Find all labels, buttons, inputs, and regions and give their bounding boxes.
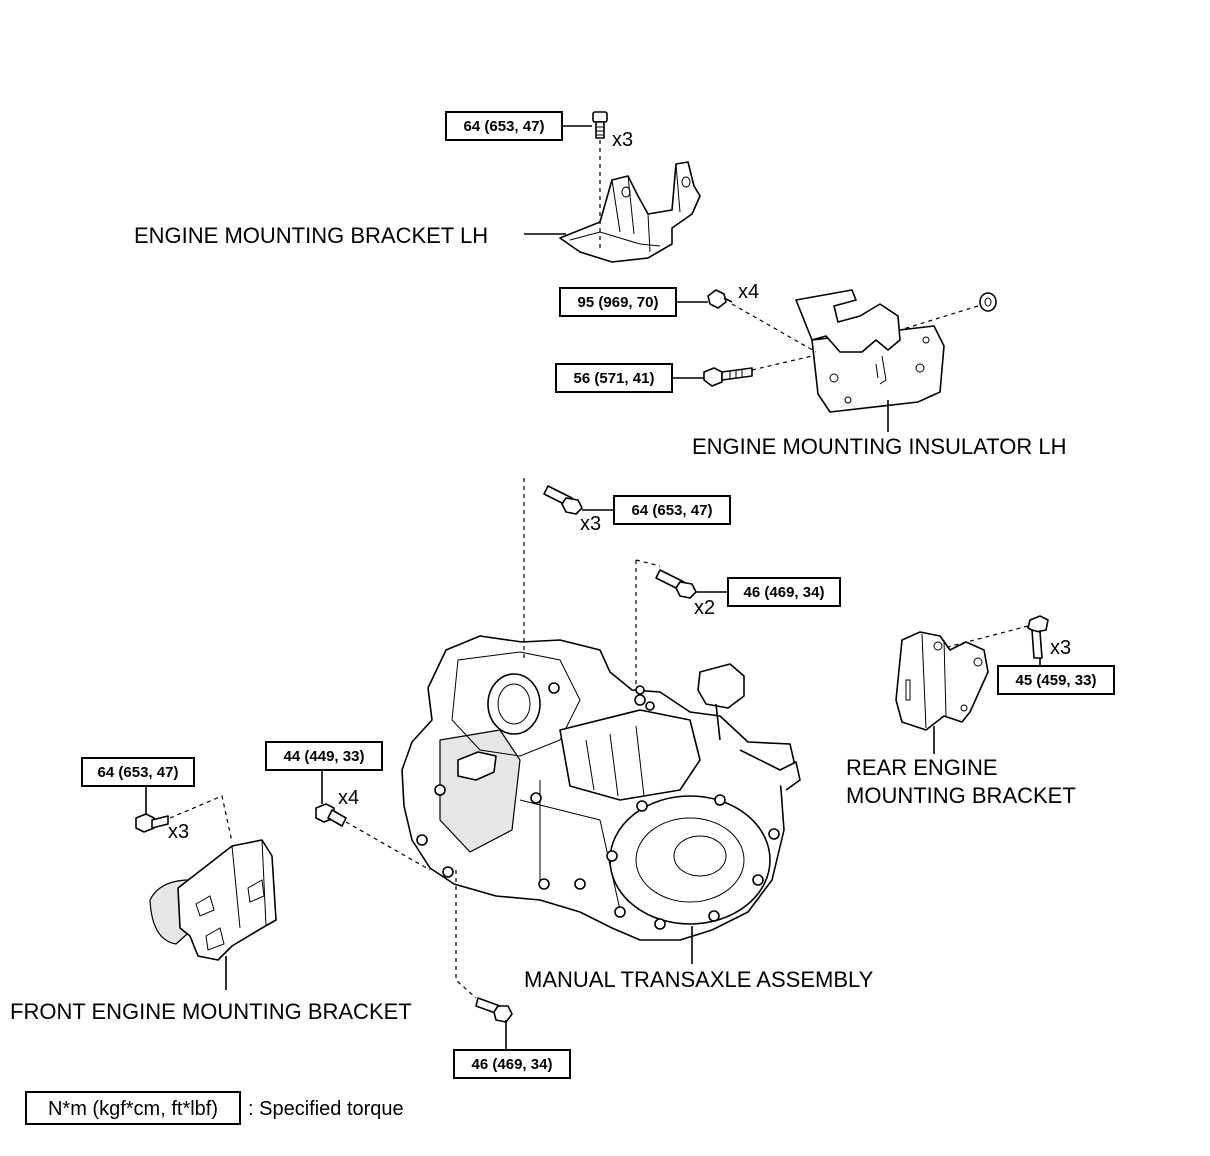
label-front-engine-mounting-bracket: FRONT ENGINE MOUNTING BRACKET	[10, 999, 412, 1024]
quantity-label: x4	[738, 281, 759, 303]
bolt-rear-bracket	[1027, 615, 1049, 659]
quantity-label: x4	[338, 787, 359, 809]
engine-mounting-bracket-lh	[559, 161, 701, 263]
bolt-front-bracket	[135, 813, 169, 833]
torque-value: 56 (571, 41)	[574, 370, 655, 387]
engine-mounting-insulator-lh	[795, 289, 945, 413]
torque-value: 64 (653, 47)	[98, 764, 179, 781]
torque-box-6: 45 (459, 33)	[997, 665, 1115, 695]
front-engine-mounting-bracket	[149, 839, 277, 961]
torque-value: 46 (469, 34)	[744, 584, 825, 601]
dashed-line-bolt-95	[731, 303, 817, 353]
label-engine-mounting-bracket-lh: ENGINE MOUNTING BRACKET LH	[134, 223, 488, 248]
dashed-line-bolt-56	[751, 355, 813, 371]
torque-value: 95 (969, 70)	[578, 294, 659, 311]
torque-box-8: 64 (653, 47)	[81, 757, 195, 787]
torque-value: 64 (653, 47)	[464, 118, 545, 135]
torque-box-4: 64 (653, 47)	[613, 495, 731, 525]
bolt-64-mid	[543, 485, 583, 515]
dashed-line-front-bracket	[169, 795, 233, 843]
manual-transaxle-assembly	[401, 635, 801, 941]
dashed-line-bolt-44	[345, 821, 431, 871]
torque-value: 45 (459, 33)	[1016, 672, 1097, 689]
legend: N*m (kgf*cm, ft*lbf) : Specified torque	[25, 1091, 404, 1125]
torque-box-7: 44 (449, 33)	[265, 741, 383, 771]
torque-box-2: 95 (969, 70)	[559, 287, 677, 317]
torque-box-5: 46 (469, 34)	[727, 577, 841, 607]
torque-box-9: 46 (469, 34)	[453, 1049, 571, 1079]
quantity-label: x3	[580, 513, 601, 535]
torque-value: 64 (653, 47)	[632, 502, 713, 519]
nut-insulator-lh	[979, 292, 997, 312]
label-manual-transaxle-assembly: MANUAL TRANSAXLE ASSEMBLY	[524, 967, 874, 992]
legend-unit: N*m (kgf*cm, ft*lbf)	[48, 1098, 218, 1120]
dashed-line-rear-bracket	[943, 625, 1029, 649]
label-engine-mounting-insulator-lh: ENGINE MOUNTING INSULATOR LH	[692, 434, 1066, 459]
dashed-line-mid	[635, 559, 661, 567]
bolt-bracket-lh	[592, 111, 608, 139]
legend-description: : Specified torque	[248, 1098, 404, 1120]
bolt-95	[707, 289, 733, 309]
quantity-label: x2	[694, 597, 715, 619]
torque-box-1: 64 (653, 47)	[445, 111, 563, 141]
label-rear-bracket-line2: MOUNTING BRACKET	[846, 783, 1076, 808]
quantity-label: x3	[612, 129, 633, 151]
dashed-line-nut	[899, 305, 979, 331]
label-rear-bracket-line1: REAR ENGINE	[846, 755, 998, 780]
bolt-44	[315, 803, 347, 827]
torque-value: 44 (449, 33)	[284, 748, 365, 765]
quantity-label: x3	[168, 821, 189, 843]
bolt-46-bottom	[475, 997, 513, 1023]
bolt-46-mid	[655, 569, 697, 599]
bolt-56	[703, 367, 753, 387]
rear-engine-mounting-bracket	[895, 631, 989, 731]
torque-value: 46 (469, 34)	[472, 1056, 553, 1073]
quantity-label: x3	[1050, 637, 1071, 659]
torque-box-3: 56 (571, 41)	[555, 363, 673, 393]
